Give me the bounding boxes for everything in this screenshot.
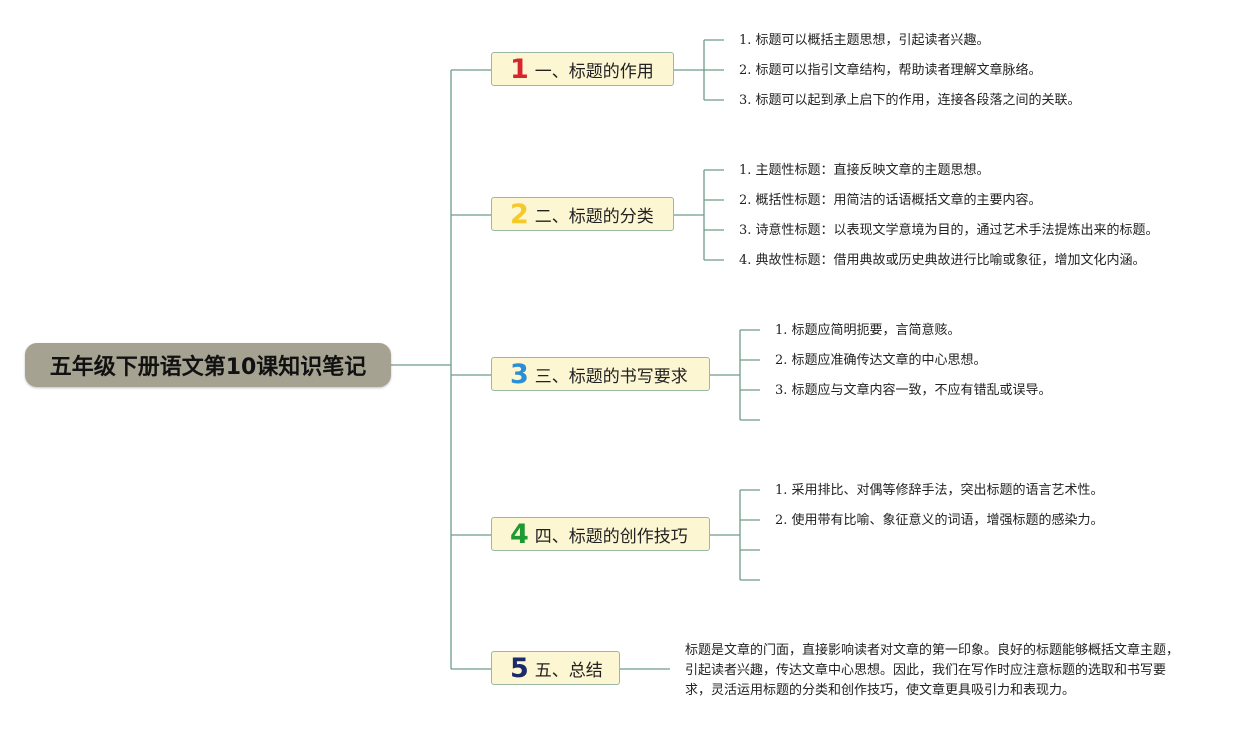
topic-number-2: 2 bbox=[510, 198, 529, 230]
topic-number-3: 3 bbox=[510, 358, 529, 390]
leaf-item-1-3[interactable]: 3. 标题可以起到承上启下的作用，连接各段落之间的关联。 bbox=[739, 93, 1081, 108]
leaf-item-4-2[interactable]: 2. 使用带有比喻、象征意义的词语，增强标题的感染力。 bbox=[775, 513, 1104, 528]
leaf-item-2-1[interactable]: 1. 主题性标题：直接反映文章的主题思想。 bbox=[739, 163, 990, 178]
topic-node-1[interactable]: 1 一、标题的作用 bbox=[491, 52, 674, 86]
topic-label-4: 四、标题的创作技巧 bbox=[534, 526, 688, 547]
topic-label-1: 一、标题的作用 bbox=[534, 61, 654, 82]
root-title: 五年级下册语文第10课知识笔记 bbox=[49, 355, 367, 380]
leaf-item-2-3[interactable]: 3. 诗意性标题：以表现文学意境为目的，通过艺术手法提炼出来的标题。 bbox=[739, 223, 1159, 238]
topic-number-1: 1 bbox=[510, 53, 529, 85]
leaf-item-2-2[interactable]: 2. 概括性标题：用简洁的话语概括文章的主要内容。 bbox=[739, 193, 1042, 208]
topic-number-5: 5 bbox=[510, 652, 529, 684]
leaf-item-1-2[interactable]: 2. 标题可以指引文章结构，帮助读者理解文章脉络。 bbox=[739, 63, 1042, 78]
root-node[interactable]: 五年级下册语文第10课知识笔记 bbox=[25, 343, 391, 387]
topic-label-3: 三、标题的书写要求 bbox=[534, 366, 688, 387]
leaf-item-1-1[interactable]: 1. 标题可以概括主题思想，引起读者兴趣。 bbox=[739, 33, 990, 48]
topic-node-2[interactable]: 2 二、标题的分类 bbox=[491, 197, 674, 231]
leaf-item-3-2[interactable]: 2. 标题应准确传达文章的中心思想。 bbox=[775, 353, 987, 368]
leaf-item-4-1[interactable]: 1. 采用排比、对偶等修辞手法，突出标题的语言艺术性。 bbox=[775, 483, 1104, 498]
topic-node-5[interactable]: 5 五、总结 bbox=[491, 651, 620, 685]
leaf-item-3-1[interactable]: 1. 标题应简明扼要，言简意赅。 bbox=[775, 323, 961, 338]
topic-node-3[interactable]: 3 三、标题的书写要求 bbox=[491, 357, 710, 391]
leaf-item-3-3[interactable]: 3. 标题应与文章内容一致，不应有错乱或误导。 bbox=[775, 383, 1052, 398]
topic-label-2: 二、标题的分类 bbox=[534, 206, 654, 227]
leaf-item-2-4[interactable]: 4. 典故性标题：借用典故或历史典故进行比喻或象征，增加文化内涵。 bbox=[739, 253, 1146, 268]
summary-text[interactable]: 标题是文章的门面，直接影响读者对文章的第一印象。良好的标题能够概括文章主题，引起… bbox=[685, 643, 1180, 698]
topic-node-4[interactable]: 4 四、标题的创作技巧 bbox=[491, 517, 710, 551]
topic-number-4: 4 bbox=[510, 518, 529, 550]
topic-label-5: 五、总结 bbox=[534, 660, 603, 681]
